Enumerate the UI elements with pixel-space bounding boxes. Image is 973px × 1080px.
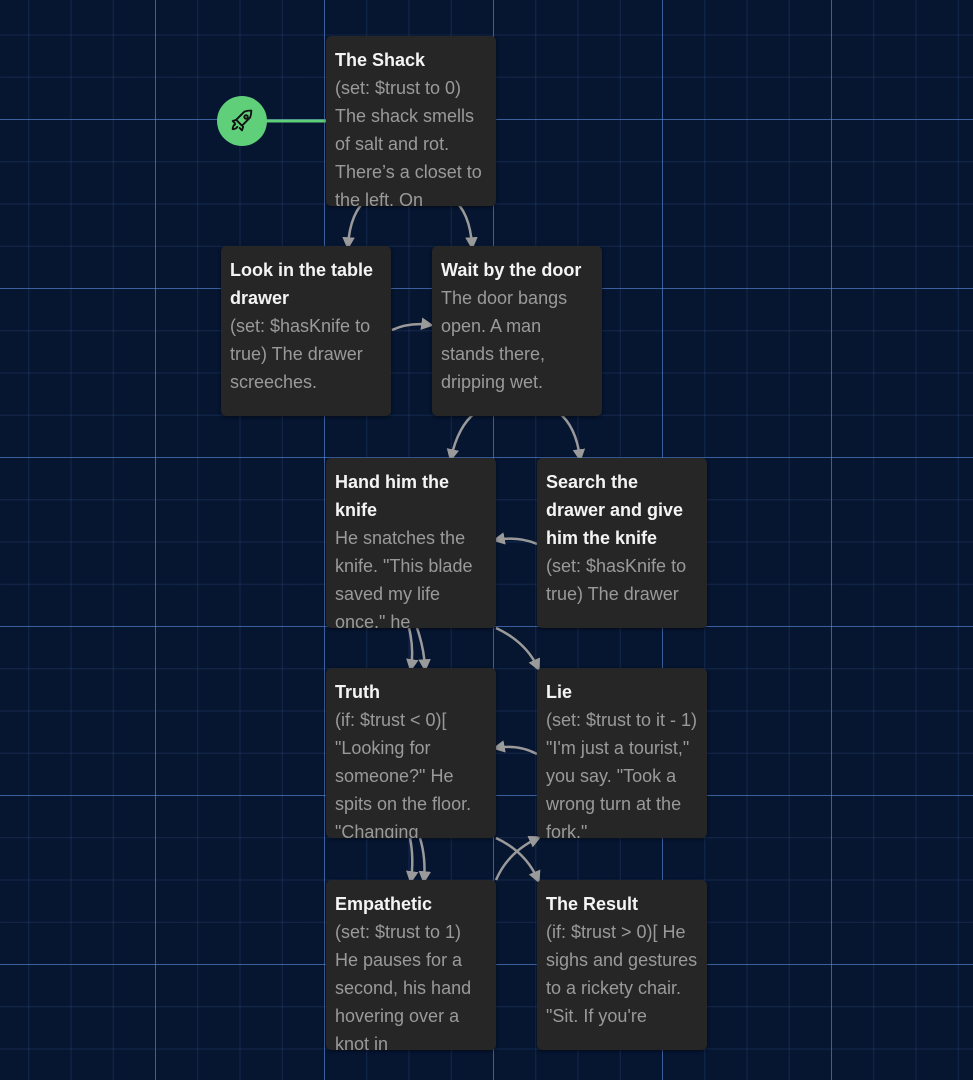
passage-excerpt: (if: $trust > 0)[ He sighs and gestures …	[546, 922, 698, 1026]
passage-excerpt: (set: $trust to 0) The shack smells of s…	[335, 78, 482, 206]
passage-look-in-the-table-drawer[interactable]: Look in the table drawer (set: $hasKnife…	[221, 246, 391, 416]
link-door-to-search	[557, 411, 586, 462]
link-empathetic-to-lie	[494, 836, 542, 881]
passage-excerpt: (set: $hasKnife to true) The drawer	[546, 556, 687, 604]
passage-empathetic[interactable]: Empathetic (set: $trust to 1) He pauses …	[326, 880, 496, 1050]
passage-excerpt: (if: $trust < 0)[ "Looking for someone?"…	[335, 710, 472, 838]
passage-excerpt: The door bangs open. A man stands there,…	[441, 288, 568, 392]
passage-the-shack[interactable]: The Shack (set: $trust to 0) The shack s…	[326, 36, 496, 206]
link-truth-to-empathetic-b	[418, 837, 432, 884]
passage-excerpt: He snatches the knife. "This blade saved…	[335, 528, 473, 628]
passage-excerpt: (set: $hasKnife to true) The drawer scre…	[230, 316, 371, 392]
passage-the-result[interactable]: The Result (if: $trust > 0)[ He sighs an…	[537, 880, 707, 1050]
passage-search-the-drawer[interactable]: Search the drawer and give him the knife…	[537, 458, 707, 628]
link-hand-to-truth-b	[415, 627, 431, 672]
passage-title: Truth	[335, 682, 380, 702]
link-door-to-hand	[446, 411, 477, 462]
passage-title: Look in the table drawer	[230, 260, 374, 308]
passage-lie[interactable]: Lie (set: $trust to it - 1) "I'm just a …	[537, 668, 707, 838]
passage-title: The Shack	[335, 50, 426, 70]
passage-excerpt: (set: $trust to it - 1) "I'm just a tour…	[546, 710, 698, 838]
link-lie-to-truth	[492, 740, 538, 756]
passage-title: Search the drawer and give him the knife	[546, 472, 684, 548]
passage-hand-him-the-knife[interactable]: Hand him the knife He snatches the knife…	[326, 458, 496, 628]
link-search-to-hand	[492, 532, 538, 546]
link-hand-to-lie	[495, 626, 541, 672]
passage-title: Hand him the knife	[335, 472, 450, 520]
passage-title: Empathetic	[335, 894, 433, 914]
link-drawer-to-door	[391, 317, 434, 332]
passage-title: The Result	[546, 894, 639, 914]
rocket-icon	[228, 107, 256, 135]
passage-excerpt: (set: $trust to 1) He pauses for a secon…	[335, 922, 472, 1050]
passage-title: Lie	[546, 682, 573, 702]
passage-title: Wait by the door	[441, 260, 582, 280]
start-passage-marker[interactable]	[217, 96, 267, 146]
link-truth-to-empathetic-a	[405, 837, 419, 884]
passage-wait-by-the-door[interactable]: Wait by the door The door bangs open. A …	[432, 246, 602, 416]
link-hand-to-truth-a	[406, 627, 419, 672]
link-truth-to-result	[495, 836, 541, 884]
passage-truth[interactable]: Truth (if: $trust < 0)[ "Looking for som…	[326, 668, 496, 838]
